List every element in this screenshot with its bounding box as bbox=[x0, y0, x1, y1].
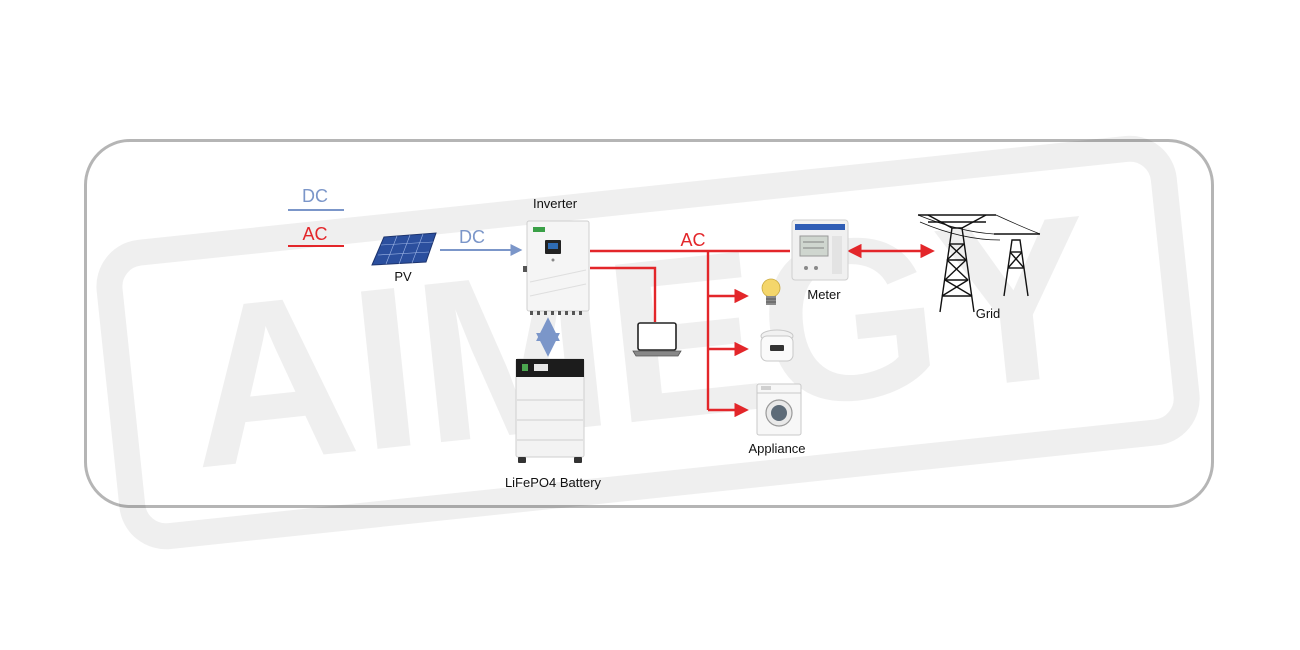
rice-cooker-icon bbox=[760, 329, 794, 362]
pv-label: PV bbox=[394, 269, 412, 284]
light-bulb-icon bbox=[761, 278, 781, 305]
solar-panel-icon bbox=[371, 232, 437, 266]
grid-label: Grid bbox=[976, 306, 1001, 321]
battery-label: LiFePO4 Battery bbox=[505, 475, 602, 490]
watermark: AIMEGY bbox=[96, 135, 1200, 550]
inverter-icon bbox=[523, 220, 590, 315]
ac-wiring bbox=[590, 249, 790, 418]
washing-machine-icon bbox=[756, 383, 802, 436]
battery-cabinet-icon bbox=[515, 358, 585, 463]
pv-to-inverter-label: DC bbox=[459, 227, 485, 247]
meter-label: Meter bbox=[807, 287, 841, 302]
power-tower-icon bbox=[917, 214, 1041, 313]
inverter-to-meter-label: AC bbox=[680, 230, 705, 250]
laptop-icon bbox=[632, 322, 682, 357]
energy-meter-icon bbox=[791, 219, 849, 281]
inverter-label: Inverter bbox=[533, 196, 578, 211]
legend-ac-label: AC bbox=[302, 224, 327, 244]
legend-dc-label: DC bbox=[302, 186, 328, 206]
appliance-label: Appliance bbox=[748, 441, 805, 456]
